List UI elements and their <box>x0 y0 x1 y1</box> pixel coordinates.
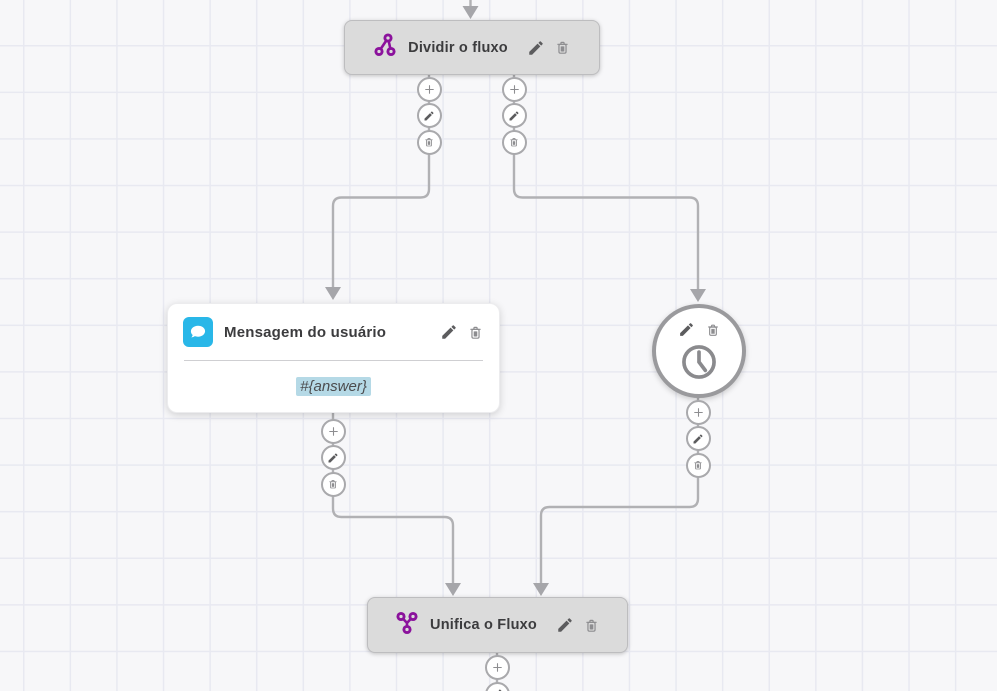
edit-node-icon[interactable] <box>527 39 545 57</box>
node-merge-flow[interactable]: Unifica o Fluxo <box>367 597 628 653</box>
add-step-button[interactable] <box>320 418 346 444</box>
edit-branch-button[interactable] <box>320 445 346 470</box>
edit-branch-button[interactable] <box>685 426 711 451</box>
node-user-message[interactable]: Mensagem do usuário #{answer} <box>167 303 500 413</box>
delete-node-icon[interactable] <box>554 39 571 56</box>
chat-bubble-icon <box>183 317 213 347</box>
delete-branch-button[interactable] <box>501 129 527 155</box>
delete-branch-button[interactable] <box>685 452 711 478</box>
delete-node-icon[interactable] <box>583 617 600 634</box>
edit-node-icon[interactable] <box>678 321 695 338</box>
add-step-button[interactable] <box>484 654 510 680</box>
edit-branch-button[interactable] <box>501 103 527 128</box>
add-step-button[interactable] <box>416 76 442 102</box>
delete-node-icon[interactable] <box>705 322 721 338</box>
node-timer[interactable] <box>652 304 746 398</box>
node-title: Dividir o fluxo <box>408 39 508 56</box>
delete-node-icon[interactable] <box>467 324 484 341</box>
edit-node-icon[interactable] <box>556 616 574 634</box>
merge-flow-icon <box>395 611 419 640</box>
node-split-flow[interactable]: Dividir o fluxo <box>344 20 600 75</box>
add-step-button[interactable] <box>501 76 527 102</box>
node-title: Mensagem do usuário <box>224 323 387 341</box>
delete-branch-button[interactable] <box>416 129 442 155</box>
node-header: Mensagem do usuário <box>168 304 499 360</box>
divider <box>184 360 483 361</box>
add-step-button[interactable] <box>685 399 711 425</box>
edit-node-icon[interactable] <box>440 323 458 341</box>
variable-chip: #{answer} <box>296 377 371 396</box>
node-title: Unifica o Fluxo <box>430 617 537 633</box>
edit-branch-button[interactable] <box>416 103 442 128</box>
split-flow-icon <box>373 33 397 62</box>
clock-icon <box>678 341 720 388</box>
delete-branch-button[interactable] <box>320 471 346 497</box>
node-body: #{answer} <box>168 361 499 412</box>
